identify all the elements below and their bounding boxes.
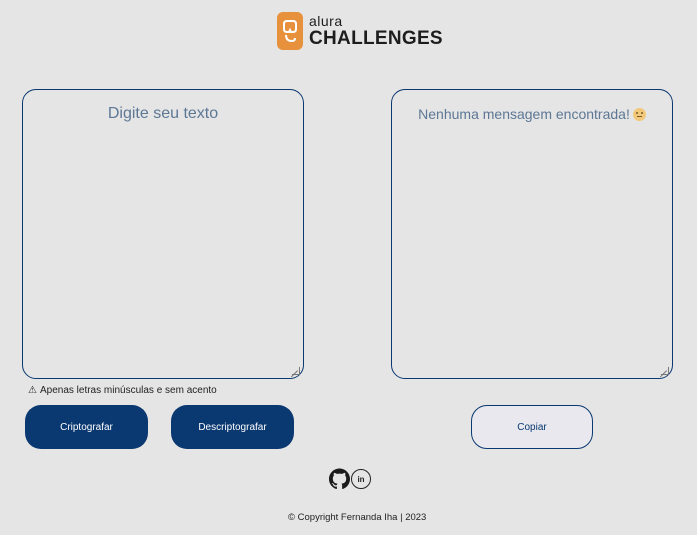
encrypt-button[interactable]: Criptografar — [25, 405, 148, 449]
social-links: in — [329, 467, 371, 491]
logo-text-big: CHALLENGES — [309, 28, 443, 49]
github-icon[interactable] — [329, 467, 350, 491]
warning-icon: ⚠ — [28, 385, 37, 396]
warning-text: Apenas letras minúsculas e sem acento — [39, 385, 217, 396]
resize-handle[interactable] — [292, 367, 300, 375]
face-emoji-icon — [632, 108, 646, 121]
decrypt-button[interactable]: Descriptografar — [171, 405, 294, 449]
input-warning: ⚠ Apenas letras minúsculas e sem acento — [28, 385, 217, 396]
message-input[interactable] — [23, 90, 303, 378]
copyright-footer: © Copyright Fernanda Iha | 2023 — [288, 512, 427, 523]
output-message-text: Nenhuma mensagem encontrada! — [418, 106, 630, 122]
output-message: Nenhuma mensagem encontrada! — [392, 90, 672, 122]
diving-mask-icon — [277, 12, 303, 50]
resize-handle[interactable] — [661, 367, 669, 375]
alura-challenges-logo: alura CHALLENGES — [277, 12, 443, 50]
linkedin-icon[interactable]: in — [351, 469, 371, 489]
input-panel — [22, 89, 304, 379]
copy-button[interactable]: Copiar — [471, 405, 593, 449]
output-panel: Nenhuma mensagem encontrada! — [391, 89, 673, 379]
logo-text-small: alura — [309, 13, 343, 29]
